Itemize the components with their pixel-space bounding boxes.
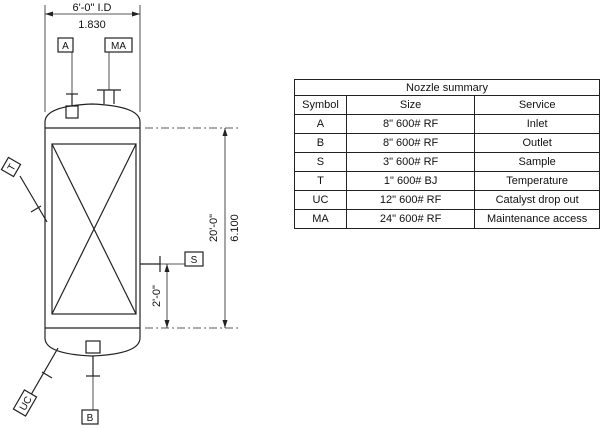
tag-t: T bbox=[6, 162, 19, 173]
table-row: B 8" 600# RF Outlet bbox=[294, 133, 600, 153]
tag-box-b bbox=[81, 409, 99, 425]
cell-symbol: MA bbox=[294, 209, 347, 229]
col-header-symbol: Symbol bbox=[294, 95, 347, 115]
cell-symbol: T bbox=[294, 171, 347, 191]
cell-size: 8" 600# RF bbox=[345, 133, 476, 153]
nozzle-uc-flange bbox=[41, 371, 53, 379]
cell-symbol: UC bbox=[294, 190, 347, 210]
nozzle-b-outlet-box bbox=[85, 340, 101, 354]
nozzle-t-flange bbox=[30, 205, 42, 213]
table-row: S 3" 600# RF Sample bbox=[294, 152, 600, 172]
cell-service: Temperature bbox=[474, 171, 600, 191]
nozzle-t-line bbox=[19, 175, 48, 223]
bed-cross-2 bbox=[51, 143, 137, 315]
table-row: A 8" 600# RF Inlet bbox=[294, 114, 600, 134]
table-row: T 1" 600# BJ Temperature bbox=[294, 171, 600, 191]
table-header-row: Symbol Size Service bbox=[294, 95, 600, 115]
tag-box-ma bbox=[104, 37, 133, 53]
tag-a: A bbox=[62, 41, 69, 52]
cell-symbol: S bbox=[294, 152, 347, 172]
cell-size: 1" 600# BJ bbox=[345, 171, 476, 191]
tag-box-a bbox=[57, 37, 74, 53]
col-header-service: Service bbox=[474, 95, 600, 115]
tag-box-uc bbox=[12, 389, 38, 417]
dim-height-metric: 6.100 bbox=[229, 214, 241, 242]
nozzle-uc-line bbox=[27, 347, 59, 401]
tag-box-s bbox=[184, 251, 204, 267]
tag-b: B bbox=[87, 413, 94, 424]
cell-service: Sample bbox=[474, 152, 600, 172]
col-header-size: Size bbox=[345, 95, 476, 115]
nozzle-a-inlet-box bbox=[65, 105, 79, 119]
cell-size: 3" 600# RF bbox=[345, 152, 476, 172]
dim-height-imperial: 20'-0" bbox=[208, 214, 220, 242]
cell-service: Catalyst drop out bbox=[474, 190, 600, 210]
cell-symbol: A bbox=[294, 114, 347, 134]
dim-top-imperial: 6'-0" I.D bbox=[72, 2, 111, 14]
cell-symbol: B bbox=[294, 133, 347, 153]
tag-s: S bbox=[191, 255, 198, 266]
cell-service: Inlet bbox=[474, 114, 600, 134]
table-row: UC 12" 600# RF Catalyst drop out bbox=[294, 190, 600, 210]
table-row: MA 24" 600# RF Maintenance access bbox=[294, 209, 600, 229]
cell-service: Outlet bbox=[474, 133, 600, 153]
cell-size: 8" 600# RF bbox=[345, 114, 476, 134]
tag-ma: MA bbox=[111, 41, 126, 52]
table-caption: Nozzle summary bbox=[294, 79, 600, 96]
nozzle-summary-table: Nozzle summary Symbol Size Service A 8" … bbox=[294, 79, 600, 229]
cell-service: Maintenance access bbox=[474, 209, 600, 229]
dim-top-metric: 1.830 bbox=[78, 19, 106, 31]
vessel-shell bbox=[44, 103, 141, 357]
cell-size: 24" 600# RF bbox=[345, 209, 476, 229]
tag-box-t bbox=[0, 156, 22, 178]
cell-size: 12" 600# RF bbox=[345, 190, 476, 210]
dim-sample-height: 2'-0" bbox=[151, 285, 163, 307]
catalyst-bed bbox=[51, 143, 137, 315]
